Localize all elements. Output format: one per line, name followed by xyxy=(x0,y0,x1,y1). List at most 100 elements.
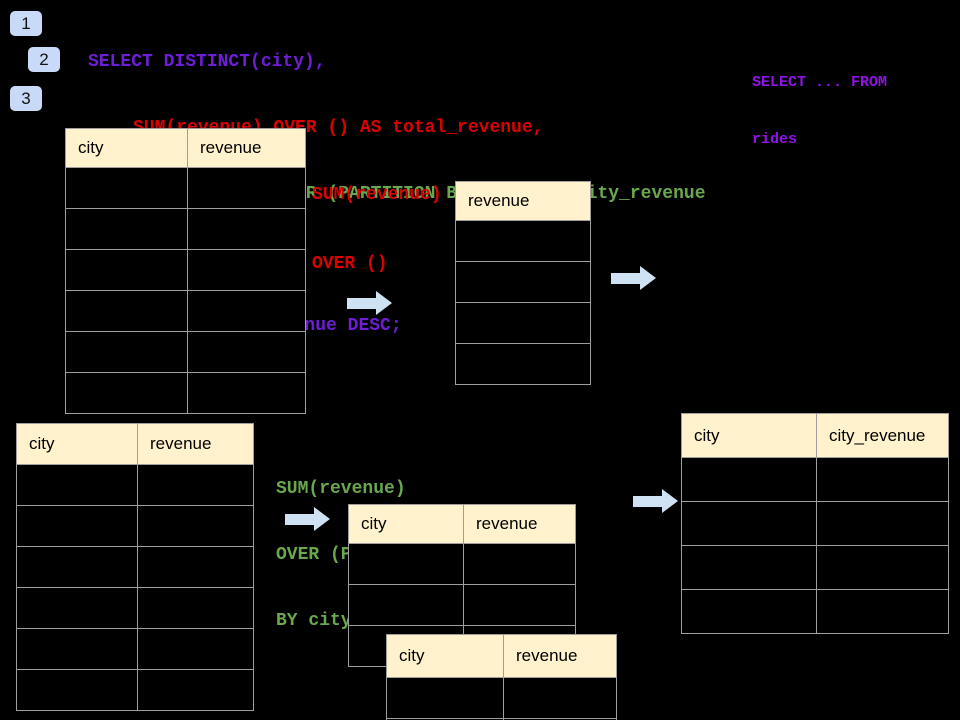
table-row xyxy=(17,546,253,587)
empty-cell xyxy=(137,588,253,628)
column-header: revenue xyxy=(503,635,616,677)
table-row xyxy=(682,589,948,633)
empty-cell xyxy=(66,291,187,331)
column-header: revenue xyxy=(456,182,590,220)
empty-cell xyxy=(17,670,137,710)
table-row xyxy=(66,290,305,331)
column-header: city xyxy=(17,424,137,464)
arrow-shaft xyxy=(285,514,314,525)
empty-cell xyxy=(816,590,948,633)
result-note-line1: SELECT ... FROM xyxy=(752,74,888,91)
column-header: city xyxy=(387,635,503,677)
table-row xyxy=(456,343,590,384)
result-note-line2: rides xyxy=(752,131,798,148)
empty-cell xyxy=(137,547,253,587)
empty-cell xyxy=(816,502,948,545)
empty-cell xyxy=(816,458,948,501)
table-row xyxy=(349,543,575,584)
column-header: revenue xyxy=(463,505,575,543)
empty-cell xyxy=(187,209,305,249)
table-row xyxy=(349,584,575,625)
table-row xyxy=(456,261,590,302)
empty-cell xyxy=(463,585,575,625)
empty-cell xyxy=(137,629,253,669)
table-row xyxy=(66,331,305,372)
table-row xyxy=(17,505,253,546)
column-header: city xyxy=(682,414,816,457)
table-total-revenue-result: revenue xyxy=(455,181,591,385)
empty-cell xyxy=(349,544,463,584)
empty-cell xyxy=(137,506,253,546)
empty-cell xyxy=(17,629,137,669)
table-row xyxy=(682,545,948,589)
empty-cell xyxy=(17,588,137,628)
table-row xyxy=(66,167,305,208)
empty-cell xyxy=(456,262,590,302)
empty-cell xyxy=(66,209,187,249)
arrow-shaft xyxy=(347,298,376,309)
table-row xyxy=(456,302,590,343)
column-header: city_revenue xyxy=(816,414,948,457)
empty-cell xyxy=(816,546,948,589)
result-note: SELECT ... FROM rides xyxy=(752,35,887,187)
sql-line-select: SELECT DISTINCT(city), xyxy=(88,52,326,72)
empty-cell xyxy=(682,590,816,633)
table-row xyxy=(17,628,253,669)
empty-cell xyxy=(456,303,590,343)
table-row xyxy=(17,669,253,710)
empty-cell xyxy=(187,332,305,372)
step-badge-1: 1 xyxy=(10,11,42,36)
empty-cell xyxy=(456,221,590,261)
annotation-total-line2: OVER () xyxy=(312,254,388,274)
arrow-shaft xyxy=(611,273,640,284)
empty-cell xyxy=(187,250,305,290)
table-row xyxy=(66,208,305,249)
column-header: revenue xyxy=(137,424,253,464)
arrow-right-icon xyxy=(611,266,656,291)
empty-cell xyxy=(349,585,463,625)
empty-cell xyxy=(17,465,137,505)
annotation-total-revenue: SUM(revenue) OVER () xyxy=(312,138,442,322)
table-row xyxy=(66,249,305,290)
empty-cell xyxy=(66,332,187,372)
table-row xyxy=(682,501,948,545)
arrow-right-icon xyxy=(347,291,392,316)
arrow-right-icon xyxy=(633,489,678,514)
empty-cell xyxy=(17,506,137,546)
arrow-shaft xyxy=(633,496,662,507)
table-row xyxy=(387,677,616,718)
empty-cell xyxy=(137,670,253,710)
arrow-head xyxy=(314,507,330,531)
arrow-head xyxy=(376,291,392,315)
empty-cell xyxy=(66,168,187,208)
table-row xyxy=(66,372,305,413)
arrow-right-icon xyxy=(285,507,330,532)
empty-cell xyxy=(187,373,305,413)
empty-cell xyxy=(187,168,305,208)
column-header: city xyxy=(66,129,187,167)
step-badge-2: 2 xyxy=(28,47,60,72)
empty-cell xyxy=(17,547,137,587)
empty-cell xyxy=(503,678,616,718)
empty-cell xyxy=(682,458,816,501)
table-header-row: revenue xyxy=(456,182,590,220)
column-header: city xyxy=(349,505,463,543)
empty-cell xyxy=(137,465,253,505)
empty-cell xyxy=(682,502,816,545)
empty-cell xyxy=(456,344,590,384)
step-badge-3: 3 xyxy=(10,86,42,111)
table-row xyxy=(17,587,253,628)
table-row xyxy=(17,464,253,505)
empty-cell xyxy=(187,291,305,331)
table-row xyxy=(682,457,948,501)
table-row xyxy=(456,220,590,261)
empty-cell xyxy=(66,250,187,290)
arrow-head xyxy=(662,489,678,513)
